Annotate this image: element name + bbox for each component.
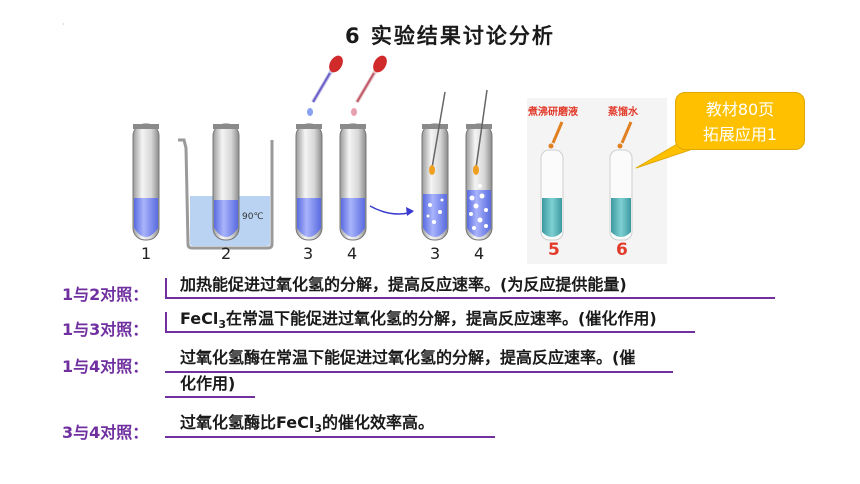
test-tube-3 — [295, 123, 323, 241]
test-tube-4 — [339, 123, 367, 241]
textbook-callout: 教材80页 拓展应用1 — [675, 92, 805, 150]
test-tube-4-bubbling — [465, 89, 493, 241]
row-label-1-2: 1与2对照： — [62, 285, 149, 304]
row-label-1-4: 1与4对照： — [62, 357, 149, 376]
tube-number-1: 1 — [141, 244, 152, 263]
row-text-1-3: FeCl3在常温下能促进过氧化氢的分解，提高反应速率。(催化作用) — [180, 309, 657, 332]
callout-line-1: 教材80页 — [705, 100, 775, 119]
row-3-underline-2 — [165, 396, 255, 398]
arrow-icon — [369, 205, 414, 216]
tube-number-2: 2 — [221, 244, 232, 263]
row-1-divider — [165, 278, 167, 298]
row-label-1-3: 1与3对照： — [62, 320, 149, 339]
photo-panel — [527, 98, 667, 264]
photo-label-boiled: 煮沸研磨液 — [528, 107, 578, 118]
dropper-fecl3 — [307, 55, 343, 116]
row-label-3-4: 3与4对照： — [62, 423, 149, 442]
row-text-3-4: 过氧化氢酶比FeCl3的催化效率高。 — [180, 413, 435, 436]
beaker-water-bath — [178, 123, 274, 250]
photo-number-5: 5 — [548, 240, 560, 260]
tube-number-3: 3 — [303, 244, 314, 263]
test-tube-1 — [132, 123, 160, 241]
test-tube-3-bubbling — [421, 91, 449, 241]
tube-number-3-after: 3 — [430, 244, 441, 263]
tube-number-4: 4 — [347, 244, 358, 263]
row-2-underline — [165, 331, 695, 333]
row-text-1-4-line1: 过氧化氢酶在常温下能促进过氧化氢的分解，提高反应速率。(催 — [180, 348, 636, 367]
row-text-1-4-line2: 化作用) — [180, 374, 236, 393]
dropper-liver — [351, 55, 387, 116]
tube-number-4-after: 4 — [474, 244, 485, 263]
row-text-1-2: 加热能促进过氧化氢的分解，提高反应速率。(为反应提供能量) — [180, 275, 627, 294]
photo-label-water: 蒸馏水 — [608, 107, 638, 118]
callout-line-2: 拓展应用1 — [702, 125, 778, 144]
decoration-dot: · — [62, 20, 65, 29]
row-4-underline — [165, 436, 495, 438]
row-1-underline — [165, 297, 775, 299]
row-3-underline — [165, 371, 673, 373]
beaker-temperature: 90℃ — [242, 212, 264, 222]
page-title: 6 实验结果讨论分析 — [345, 24, 555, 48]
photo-number-6: 6 — [616, 240, 628, 260]
experiment-illustration — [132, 55, 691, 264]
row-2-divider — [165, 312, 167, 332]
